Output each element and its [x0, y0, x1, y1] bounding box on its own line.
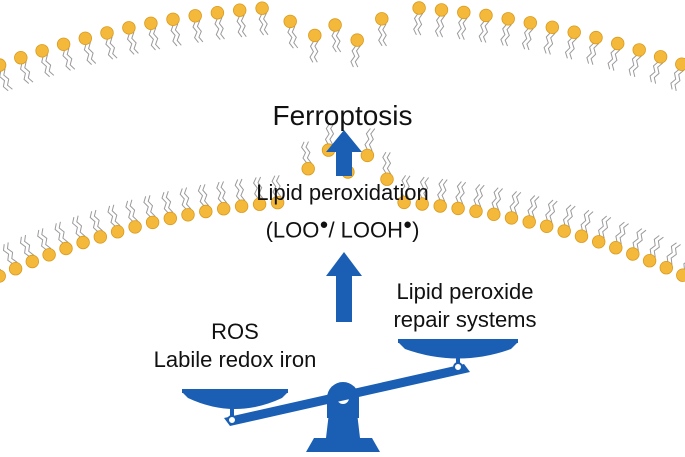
upward-arrow-lower	[326, 252, 362, 322]
radical-species-label: (LOO●/ LOOH●)	[0, 216, 685, 243]
lipid-peroxidation-label: Lipid peroxidation	[256, 180, 429, 205]
repair-line2-label: repair systems	[393, 307, 537, 332]
ferroptosis-label: Ferroptosis	[272, 100, 413, 131]
balance-scale-icon	[182, 339, 518, 452]
left-pan-label: ROS Labile redox iron	[130, 318, 340, 374]
labile-iron-label: Labile redox iron	[153, 347, 317, 372]
radical-dot-1: ●	[319, 216, 329, 233]
repair-line1-label: Lipid peroxide	[396, 279, 534, 304]
lipid-bilayer-membrane	[0, 1, 685, 283]
loo-text: (LOO	[265, 217, 320, 243]
looh-text: / LOOH	[328, 217, 404, 243]
upward-arrow-upper	[326, 130, 362, 176]
right-pan-label: Lipid peroxide repair systems	[350, 278, 580, 334]
radical-dot-2: ●	[403, 216, 413, 233]
ros-label: ROS	[211, 319, 259, 344]
close-paren: )	[412, 217, 420, 243]
